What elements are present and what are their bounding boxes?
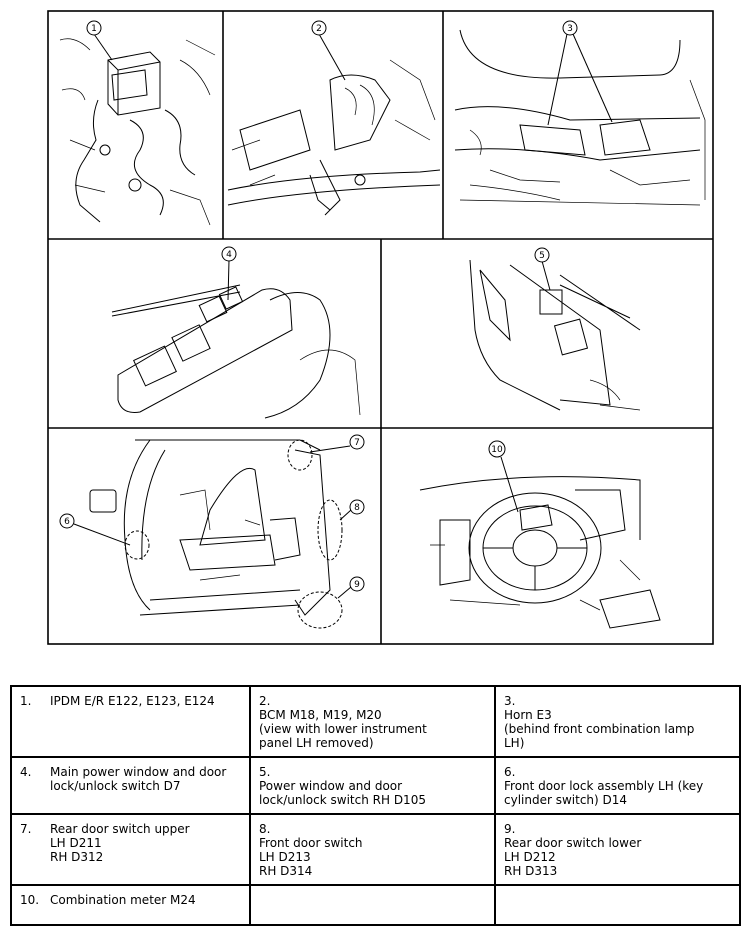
legend-description: Power window and door lock/unlock switch…	[259, 779, 426, 807]
callout-5-label: 5	[539, 251, 545, 261]
legend-number: 2.	[259, 694, 271, 708]
legend-description: Combination meter M24	[50, 893, 196, 907]
callout-10: 10	[488, 440, 506, 458]
callout-9-label: 9	[354, 580, 360, 590]
legend-description: Rear door switch upper LH D211 RH D312	[50, 822, 190, 864]
callout-5: 5	[534, 247, 550, 263]
legend-cell: 5.Power window and door lock/unlock swit…	[249, 756, 496, 815]
panel-4-main-switch-illustration	[111, 259, 361, 419]
legend-cell-empty	[494, 884, 741, 926]
legend-cell: 10. Combination meter M24	[10, 884, 251, 926]
legend-cell: 4. Main power window and door lock/unlock…	[10, 756, 251, 815]
legend-description: Main power window and door lock/unlock s…	[50, 765, 227, 793]
legend-cell: 1. IPDM E/R E122, E123, E124	[10, 685, 251, 758]
legend-number: 3.	[504, 694, 516, 708]
component-location-figure: 1 2 3 4 5 6 7 8 9 10	[47, 10, 714, 645]
callout-2: 2	[311, 20, 327, 36]
panel-3-horn-illustration	[454, 29, 706, 206]
legend-number: 9.	[504, 822, 516, 836]
callout-4-label: 4	[226, 250, 232, 260]
legend-description: IPDM E/R E122, E123, E124	[50, 694, 215, 708]
legend-number: 4.	[20, 765, 32, 779]
callout-7: 7	[349, 434, 365, 450]
legend-number: 7.	[20, 822, 32, 836]
callout-8: 8	[349, 499, 365, 515]
callout-6: 6	[59, 513, 75, 529]
legend-description: Front door switch LH D213 RH D314	[259, 836, 363, 878]
panel-2-bcm-illustration	[227, 33, 441, 216]
legend-description: BCM M18, M19, M20 (view with lower instr…	[259, 708, 427, 750]
callout-2-label: 2	[316, 24, 322, 34]
legend-table: 1. IPDM E/R E122, E123, E124 2.BCM M18, M…	[10, 685, 741, 926]
legend-number: 6.	[504, 765, 516, 779]
legend-cell: 2.BCM M18, M19, M20 (view with lower ins…	[249, 685, 496, 758]
callout-6-label: 6	[64, 517, 70, 527]
legend-cell-empty	[249, 884, 496, 926]
callout-7-label: 7	[354, 438, 360, 448]
callout-1-label: 1	[91, 24, 97, 34]
legend-number: 8.	[259, 822, 271, 836]
callout-9: 9	[349, 576, 365, 592]
legend-number: 5.	[259, 765, 271, 779]
panel-5-rh-switch-illustration	[469, 259, 641, 411]
panel-6-door-opening-illustration	[73, 439, 352, 629]
legend-cell: 3.Horn E3 (behind front combination lamp…	[494, 685, 741, 758]
legend-description: Rear door switch lower LH D212 RH D313	[504, 836, 642, 878]
callout-4: 4	[221, 246, 237, 262]
callout-1: 1	[86, 20, 102, 36]
legend-row: 1. IPDM E/R E122, E123, E124 2.BCM M18, M…	[10, 685, 741, 758]
legend-cell: 6.Front door lock assembly LH (key cylin…	[494, 756, 741, 815]
legend-row: 7. Rear door switch upper LH D211 RH D312…	[10, 813, 741, 886]
callout-3: 3	[562, 20, 578, 36]
legend-description: Horn E3 (behind front combination lamp L…	[504, 708, 695, 750]
callout-8-label: 8	[354, 503, 360, 513]
panel-7-meter-illustration	[419, 456, 661, 629]
callout-3-label: 3	[567, 24, 573, 34]
legend-row: 10. Combination meter M24	[10, 884, 741, 926]
legend-cell: 8.Front door switch LH D213 RH D314	[249, 813, 496, 886]
legend-row: 4. Main power window and door lock/unlock…	[10, 756, 741, 815]
callout-10-label: 10	[491, 445, 503, 455]
legend-number: 1.	[20, 694, 32, 708]
panel-grid	[47, 10, 714, 645]
legend-cell: 7. Rear door switch upper LH D211 RH D312	[10, 813, 251, 886]
panel-1-ipdm-illustration	[59, 33, 216, 226]
legend-cell: 9.Rear door switch lower LH D212 RH D313	[494, 813, 741, 886]
legend-number: 10.	[20, 893, 40, 907]
legend-description: Front door lock assembly LH (key cylinde…	[504, 779, 704, 807]
